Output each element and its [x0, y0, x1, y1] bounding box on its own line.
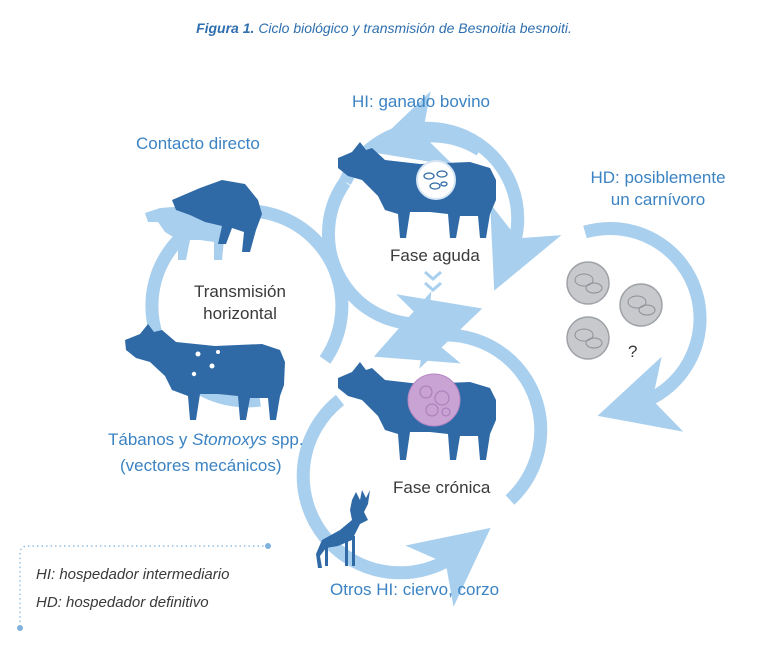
caption-text: Ciclo biológico y transmisión de Besnoit…	[258, 20, 572, 36]
figure-caption: Figura 1. Ciclo biológico y transmisión …	[0, 20, 768, 36]
cow-vectors-icon	[125, 324, 285, 420]
label-acute-phase: Fase aguda	[390, 246, 480, 265]
tachyzoite-icon	[416, 160, 456, 200]
label-direct-contact: Contacto directo	[136, 134, 260, 153]
label-vectors-line1: Tábanos y Stomoxys spp.	[108, 430, 304, 450]
deer-icon	[316, 490, 370, 568]
arc-bovine-top-arrow	[367, 91, 484, 166]
label-other-hosts: Otros HI: ciervo, corzo	[330, 580, 500, 599]
label-chronic-phase: Fase crónica	[393, 478, 491, 497]
arc-chronic-right	[373, 291, 548, 505]
label-hd-line2: un carnívoro	[610, 190, 706, 209]
cow-acute-icon	[338, 142, 496, 238]
label-horizontal-1: Transmisión	[194, 282, 286, 301]
fly-icon	[191, 350, 220, 377]
cow-chronic-icon	[338, 362, 496, 460]
legend-hi: HI: hospedador intermediario	[36, 566, 230, 583]
legend-hd: HD: hospedador definitivo	[36, 594, 209, 611]
label-horizontal-2: horizontal	[203, 304, 277, 323]
mounting-cows-icon	[145, 180, 262, 260]
label-question: ?	[628, 342, 638, 361]
arc-chronic-left	[296, 394, 491, 607]
vectors-suffix: spp.	[266, 430, 304, 449]
legend-bracket	[19, 545, 268, 628]
arc-definitive-host	[583, 221, 707, 432]
vectors-genus: Stomoxys	[192, 430, 267, 449]
label-hi-bovine: HI: ganado bovino	[352, 92, 490, 111]
label-hd-line1: HD: posiblemente	[590, 168, 726, 187]
caption-lead: Figura 1.	[196, 20, 255, 36]
label-vectors-line2: (vectores mecánicos)	[120, 456, 282, 475]
oocysts-icon	[566, 261, 663, 360]
chevron-down-icon	[424, 270, 442, 292]
vectors-prefix: Tábanos y	[108, 430, 193, 449]
tissue-cyst-icon	[407, 373, 461, 427]
